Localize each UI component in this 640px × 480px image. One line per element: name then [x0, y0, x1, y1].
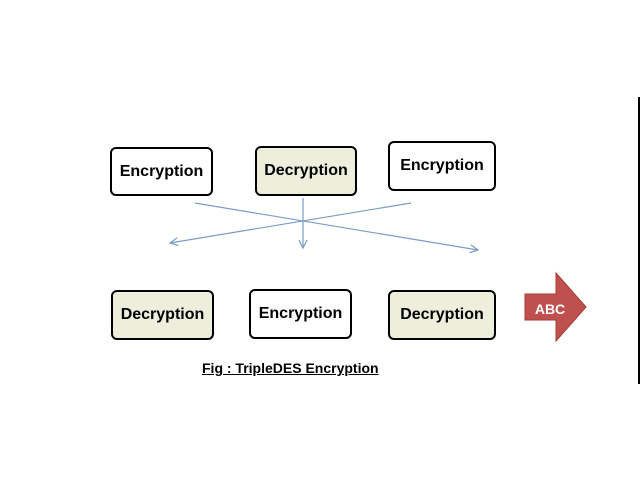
bottom-box-2-label: Encryption — [258, 305, 343, 322]
figure-caption: Fig : TripleDES Encryption — [202, 360, 379, 376]
top-box-3-label: Encryption — [400, 157, 484, 174]
bottom-box-3: Decryption — [388, 290, 496, 340]
top-box-3: Encryption — [388, 141, 496, 191]
connector-line-right — [194, 202, 478, 250]
top-box-1-label: Encryption — [119, 162, 204, 180]
right-edge-line — [638, 97, 640, 384]
bottom-box-1-label: Decryption — [120, 306, 205, 323]
top-box-2-label: Decryption — [264, 162, 348, 179]
connector-line-left — [170, 202, 412, 243]
top-box-1: Encryption — [110, 147, 213, 196]
bottom-box-3-label: Decryption — [400, 306, 484, 323]
output-arrow-shape — [524, 271, 587, 343]
output-arrow-label: ABC — [534, 301, 566, 317]
top-box-2: Decryption — [255, 146, 357, 196]
bottom-box-1: Decryption — [111, 290, 214, 340]
bottom-box-2: Encryption — [249, 289, 352, 339]
